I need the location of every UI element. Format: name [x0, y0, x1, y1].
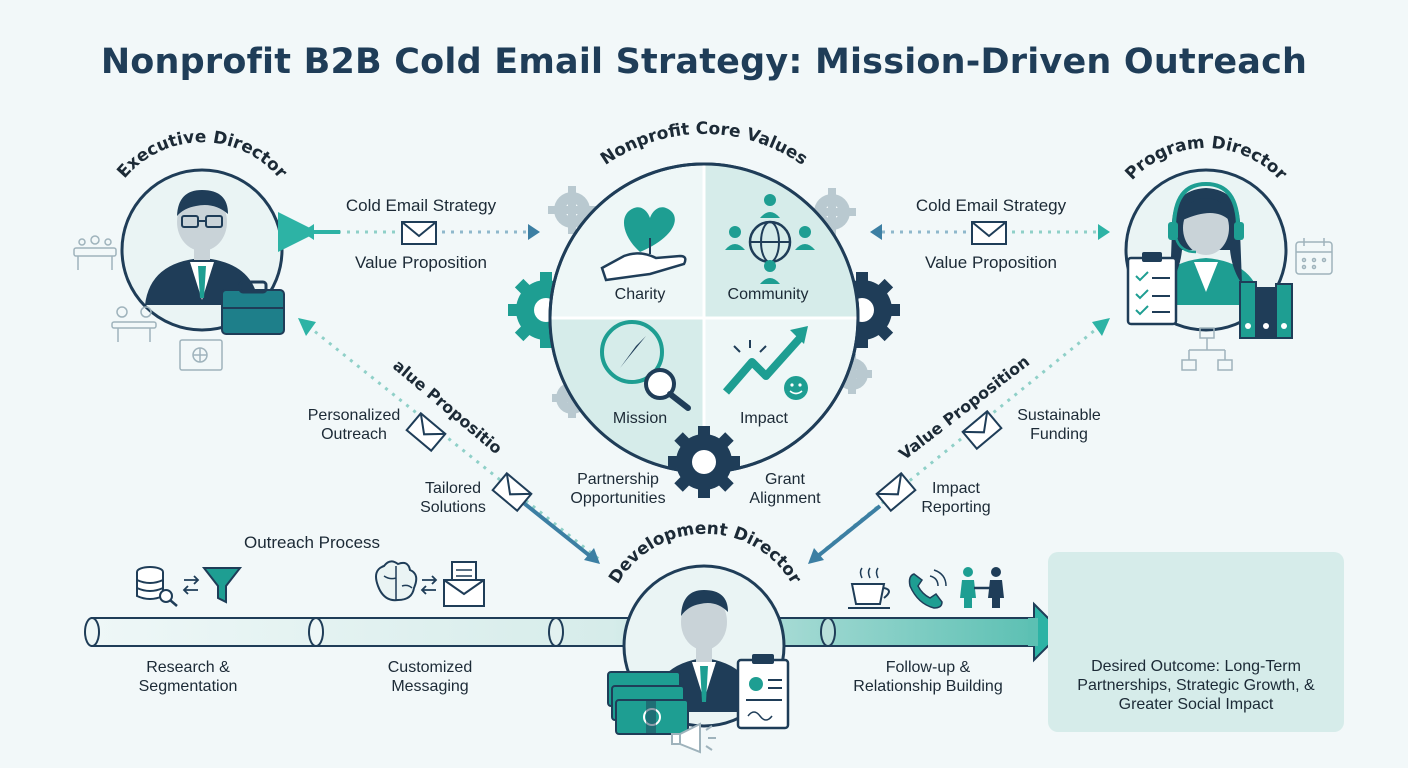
community-network-icon	[725, 194, 815, 284]
megaphone-icon	[671, 722, 716, 754]
outreach-process-title: Outreach Process	[243, 533, 381, 552]
envelope-icon	[405, 411, 447, 453]
heart-hand-icon	[600, 207, 687, 282]
quadrant-community-label: Community	[727, 286, 809, 303]
outcome-box	[1048, 552, 1344, 732]
step-research-label: Research & Segmentation	[138, 659, 238, 695]
executive-avatar-icon	[145, 190, 259, 305]
process-pipeline	[84, 601, 1064, 663]
left-link-bottom-label: Value Proposition	[355, 253, 487, 272]
personalized-outreach-label: Personalized Outreach	[307, 407, 401, 443]
quadrant-charity-label: Charity	[614, 286, 666, 303]
outcome-text: Desired Outcome: Long-Term Partnerships,…	[1077, 658, 1315, 713]
resume-clipboard-icon	[736, 654, 790, 730]
program-avatar-icon	[1150, 181, 1262, 305]
database-search-icon	[136, 566, 178, 607]
core-values-node: Nonprofit Core Values	[508, 119, 900, 498]
money-stack-icon	[607, 671, 689, 735]
impact-reporting-label: Impact Reporting	[921, 480, 991, 516]
conference-table-icon	[73, 235, 117, 270]
handshake-people-icon	[960, 567, 1004, 608]
gear-icon-bottom	[668, 426, 740, 498]
tailored-solutions-label: Tailored Solutions	[420, 480, 486, 516]
phone-icon	[908, 569, 947, 609]
checklist-clipboard-icon	[1126, 252, 1178, 326]
right-link-bottom-label: Value Proposition	[925, 253, 1057, 272]
core-values-label: Nonprofit Core Values	[597, 119, 811, 170]
swap-arrows-icon	[420, 575, 438, 595]
coffee-cup-icon	[848, 567, 890, 609]
team-meeting-icon	[111, 306, 157, 342]
quadrant-mission-bg	[550, 318, 704, 472]
swap-arrows-icon	[182, 575, 200, 595]
envelope-icon	[961, 409, 1003, 451]
briefcase-icon	[221, 280, 285, 335]
presentation-board-icon	[179, 339, 223, 371]
development-director-node: Development Director	[605, 519, 805, 754]
envelope-icon	[491, 471, 533, 513]
growth-arrow-icon	[722, 326, 808, 400]
envelope-icon	[971, 221, 1007, 245]
brain-icon	[375, 560, 418, 602]
envelope-icon	[875, 471, 917, 513]
connector-left	[278, 212, 540, 252]
executive-director-node: Executive Director	[113, 127, 291, 335]
sustainable-funding-label: Sustainable Funding	[1017, 407, 1101, 443]
program-side-icons	[1181, 238, 1333, 371]
program-director-node: Program Director	[1121, 133, 1293, 339]
compass-search-icon	[600, 320, 691, 411]
step-followup-label: Follow-up & Relationship Building	[853, 659, 1003, 695]
right-link-top-label: Cold Email Strategy	[915, 196, 1067, 215]
calendar-icon	[1295, 238, 1333, 275]
connector-right	[870, 221, 1110, 245]
connector-diagonal-left: Value Proposition	[0, 0, 601, 564]
funnel-icon	[201, 567, 243, 604]
envelope-icon	[401, 221, 437, 245]
page-title: Nonprofit B2B Cold Email Strategy: Missi…	[100, 42, 1308, 82]
quadrant-mission-label: Mission	[612, 410, 668, 427]
step-messaging-label: Customized Messaging	[387, 659, 473, 695]
flowchart-icon	[1181, 327, 1233, 371]
newsletter-envelope-icon	[443, 561, 485, 607]
left-link-top-label: Cold Email Strategy	[345, 196, 497, 215]
meeting-icons	[73, 235, 223, 371]
process-icons	[136, 560, 1004, 609]
gear-icon-top-left	[548, 186, 596, 234]
binders-icon	[1239, 281, 1293, 339]
grant-alignment-label: Grant Alignment	[749, 471, 821, 507]
quadrant-impact-label: Impact	[739, 410, 788, 427]
partnership-opportunities-label: Partnership Opportunities	[570, 471, 666, 507]
